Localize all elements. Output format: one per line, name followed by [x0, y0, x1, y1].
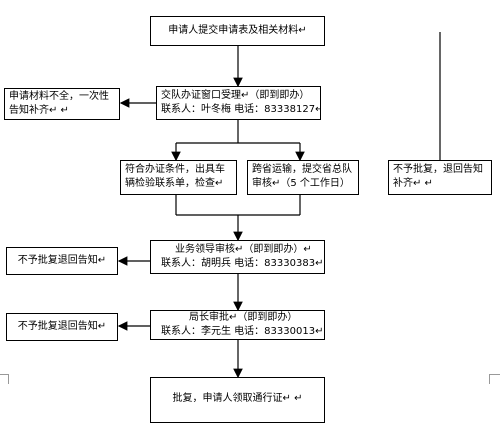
node-reject-right: 不予批复，退回告知 补齐↵ ↵ — [388, 160, 492, 195]
node-submit-materials: 申请人提交申请表及相关材料↵ — [150, 16, 325, 46]
node-director-line1: 局长审批↵（即到即办） — [189, 312, 298, 323]
crop-mark-left-horizontal — [0, 374, 8, 375]
node-reject-right-line2: 补齐↵ ↵ — [393, 178, 433, 189]
node-incomplete-line2: 告知补齐↵ ↵ — [9, 105, 69, 116]
node-director-line2: 联系人：李元生 电话：83330013↵ — [161, 326, 324, 337]
node-incomplete-line1: 申请材料不全，一次性 — [9, 91, 109, 102]
crop-mark-left-vertical — [8, 374, 9, 384]
node-director-approval: 局长审批↵（即到即办） 联系人：李元生 电话：83330013↵ — [150, 310, 325, 340]
node-approve-issue: 批复，申请人领取通行证↵ ↵ — [150, 377, 325, 423]
node-accept: 交队办证窗口受理↵（即到即办） 联系人：叶冬梅 电话：83338127↵ — [156, 86, 321, 120]
node-accept-line2: 联系人：叶冬梅 电话：83338127↵ — [161, 104, 321, 115]
node-meets-line1: 符合办证条件，出具车 — [125, 164, 225, 175]
node-leader-review: 业务领导审核↵（即到即办）↵ 联系人：胡明兵 电话：83330383↵ — [150, 240, 325, 274]
node-incomplete: 申请材料不全，一次性 告知补齐↵ ↵ — [4, 88, 120, 120]
node-meets-line2: 辆检验联系单，检查↵ — [125, 178, 224, 189]
node-approve-text: 批复，申请人领取通行证↵ ↵ — [172, 393, 303, 404]
node-reject-right-line1: 不予批复，退回告知 — [393, 164, 483, 175]
node-accept-line1: 交队办证窗口受理↵（即到即办） — [161, 90, 310, 101]
node-cross-province: 跨省运输，提交省总队 审核↵（5 个工作日） — [247, 160, 359, 195]
node-reject-after-review: 不予批复退回告知↵ — [6, 247, 118, 275]
crop-mark-right-vertical — [489, 374, 490, 384]
node-review-line2: 联系人：胡明兵 电话：83330383↵ — [161, 258, 324, 269]
node-review-line1: 业务领导审核↵（即到即办）↵ — [175, 244, 312, 255]
crop-mark-right-horizontal — [490, 374, 500, 375]
node-meets-conditions: 符合办证条件，出具车 辆检验联系单，检查↵ — [120, 160, 237, 195]
node-cross-line1: 跨省运输，提交省总队 — [252, 164, 352, 175]
node-submit-text: 申请人提交申请表及相关材料↵ — [168, 25, 307, 36]
node-reject1-text: 不予批复退回告知↵ — [17, 255, 107, 266]
node-cross-line2: 审核↵（5 个工作日） — [252, 178, 350, 189]
node-reject2-text: 不予批复退回告知↵ — [17, 321, 107, 332]
node-reject-after-director: 不予批复退回告知↵ — [6, 313, 118, 341]
